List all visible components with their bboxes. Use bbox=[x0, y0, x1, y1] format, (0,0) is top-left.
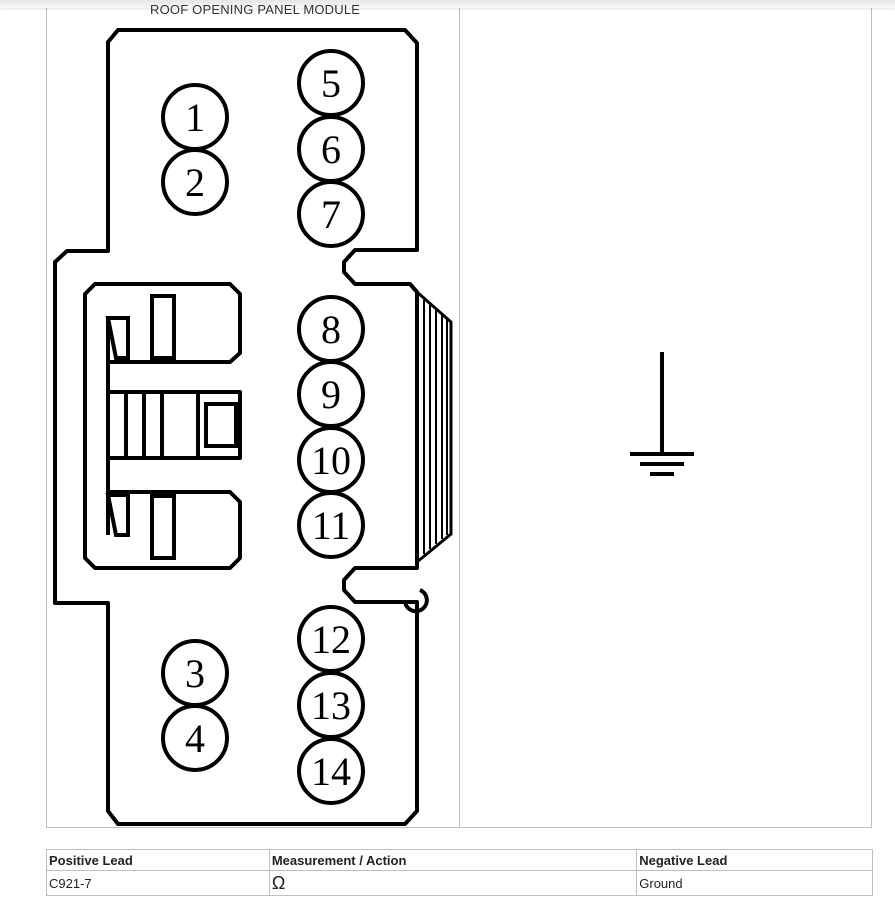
header-measurement-action: Measurement / Action bbox=[268, 849, 638, 871]
pin-8: 8 bbox=[297, 295, 365, 363]
latch-details bbox=[105, 294, 238, 560]
pin-label: 13 bbox=[311, 683, 351, 728]
table-row: C921-7 Ω Ground bbox=[46, 870, 873, 896]
header-negative-lead: Negative Lead bbox=[636, 849, 873, 871]
cell-positive-lead: C921-7 bbox=[46, 870, 270, 896]
lead-table-header-row: Positive Lead Measurement / Action Negat… bbox=[46, 849, 873, 871]
pin-label: 6 bbox=[321, 127, 341, 172]
pin-6: 6 bbox=[297, 115, 365, 183]
pin-label: 7 bbox=[321, 192, 341, 237]
pin-label: 3 bbox=[185, 651, 205, 696]
connector-ridge bbox=[415, 288, 453, 566]
pin-label: 12 bbox=[311, 617, 351, 662]
module-title: ROOF OPENING PANEL MODULE bbox=[150, 2, 361, 17]
pin-7: 7 bbox=[297, 180, 365, 248]
pin-11: 11 bbox=[297, 491, 365, 559]
pin-label: 8 bbox=[321, 307, 341, 352]
pin-label: 2 bbox=[185, 160, 205, 205]
pin-label: 10 bbox=[311, 438, 351, 483]
pin-label: 5 bbox=[321, 61, 341, 106]
pin-1: 1 bbox=[161, 83, 229, 151]
pin-5: 5 bbox=[297, 49, 365, 117]
pin-2: 2 bbox=[161, 148, 229, 216]
pin-3: 3 bbox=[161, 639, 229, 707]
cell-divider bbox=[459, 0, 460, 828]
ground-symbol-icon bbox=[630, 352, 694, 476]
pin-label: 9 bbox=[321, 372, 341, 417]
header-positive-lead: Positive Lead bbox=[46, 849, 270, 871]
pin-4: 4 bbox=[161, 704, 229, 772]
pin-label: 11 bbox=[312, 503, 351, 548]
pin-12: 12 bbox=[297, 605, 365, 673]
pin-14: 14 bbox=[297, 737, 365, 805]
connector-diagram: 1 2 3 4 5 6 7 8 bbox=[53, 28, 694, 826]
cell-negative-lead: Ground bbox=[636, 870, 873, 896]
pin-label: 4 bbox=[185, 716, 205, 761]
ridge-lines bbox=[423, 300, 448, 554]
connector-hook bbox=[403, 588, 429, 614]
lead-table: Positive Lead Measurement / Action Negat… bbox=[46, 849, 873, 896]
pin-13: 13 bbox=[297, 671, 365, 739]
pin-group: 1 2 3 4 5 6 7 8 bbox=[161, 49, 365, 805]
pin-label: 14 bbox=[311, 749, 351, 794]
pin-9: 9 bbox=[297, 360, 365, 428]
pin-label: 1 bbox=[185, 95, 205, 140]
window-top-bar bbox=[0, 0, 895, 8]
connector-body-outline bbox=[53, 28, 419, 826]
cell-measurement-ohm-icon: Ω bbox=[268, 870, 638, 896]
pin-10: 10 bbox=[297, 426, 365, 494]
